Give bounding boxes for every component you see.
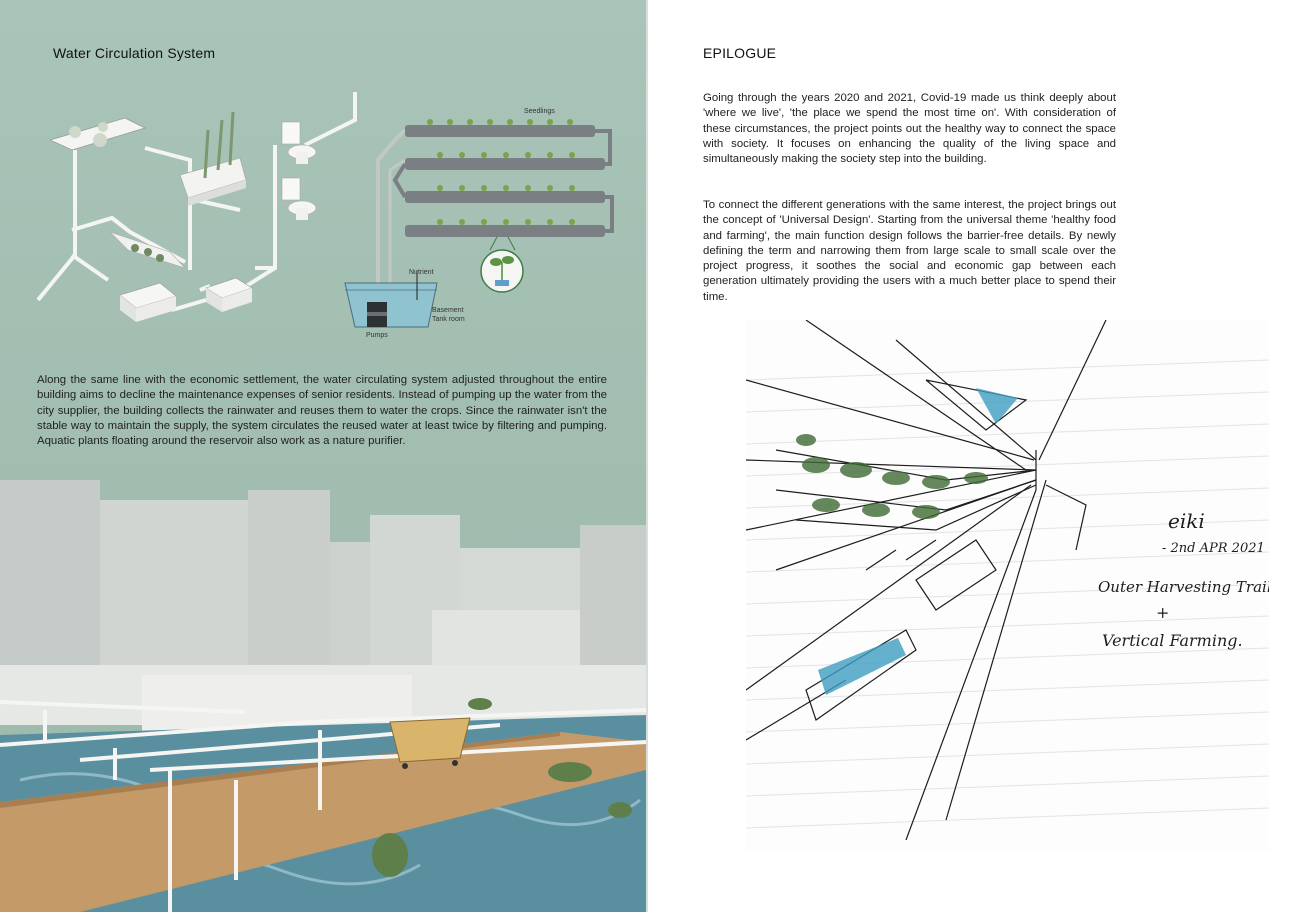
seedling-detail-circle: [480, 236, 524, 293]
label-pumps: Pumps: [366, 332, 388, 339]
sketch-note-line2: Vertical Farming.: [1102, 631, 1243, 650]
label-tank-room: Tank room: [432, 316, 465, 323]
sketch-date: - 2nd APR 2021: [1162, 541, 1265, 556]
roof-planter-tray: [48, 117, 147, 151]
seedlings-row: [427, 119, 575, 225]
epilogue-paragraph-1: Going through the years 2020 and 2021, C…: [703, 92, 1116, 166]
label-basement: Basement: [432, 307, 464, 314]
middle-planter: [109, 231, 187, 269]
label-nutrient: Nutrient: [409, 269, 434, 276]
handwritten-notes: eiki - 2nd APR 2021 Outer Harvesting Tra…: [1098, 509, 1269, 650]
pipe-network: [36, 92, 357, 312]
sketched-plants: [796, 434, 988, 519]
epilogue-paragraph-2: To connect the different generations wit…: [703, 199, 1116, 303]
left-page: Water Circulation System: [0, 0, 646, 912]
toilet-lower: [281, 177, 317, 220]
skylight-blue: [818, 388, 1018, 695]
upper-plant-box: [179, 111, 247, 206]
epilogue-title: EPILOGUE: [703, 45, 777, 61]
sketch-note-line1: Outer Harvesting Trail: [1098, 578, 1269, 596]
basement-tank: [344, 270, 438, 328]
hydroponic-pipes: [376, 125, 614, 292]
lower-tank-left: [119, 282, 177, 322]
water-circulation-diagram: Seedlings Nutrient Basement Tank room Pu…: [36, 92, 614, 339]
planter-cart: [389, 717, 471, 769]
railing: [0, 700, 646, 912]
lower-tank-right: [205, 277, 253, 312]
right-page: EPILOGUE Going through the years 2020 an…: [648, 0, 1291, 912]
aquatic-plants: [372, 698, 632, 877]
sketch-note-plus: +: [1156, 603, 1169, 622]
sketch-signature: eiki: [1168, 509, 1205, 533]
page-divider: [646, 0, 648, 912]
corridor-sketch: eiki - 2nd APR 2021 Outer Harvesting Tra…: [746, 320, 1269, 852]
label-seedlings: Seedlings: [524, 108, 555, 115]
water-system-paragraph: Along the same line with the economic se…: [37, 374, 607, 448]
sketch-linework: [746, 320, 1107, 841]
toilet-upper: [281, 121, 317, 164]
water-circulation-title: Water Circulation System: [53, 45, 216, 61]
rooftop-rendering: [0, 480, 646, 912]
